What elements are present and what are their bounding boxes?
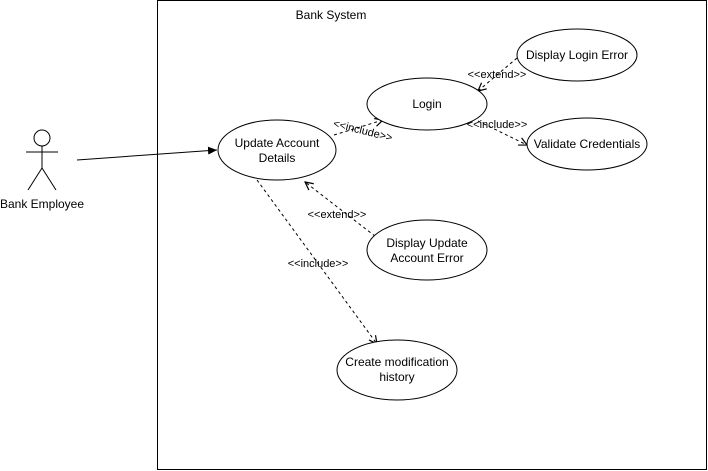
actor-name: Bank Employee bbox=[0, 197, 84, 211]
actor-head bbox=[33, 129, 51, 147]
actor-left-leg bbox=[27, 167, 43, 191]
label-update-history: <<include>> bbox=[288, 258, 349, 270]
use-case-login[interactable]: Login bbox=[366, 77, 488, 131]
use-case-display-login-error[interactable]: Display Login Error bbox=[516, 28, 638, 82]
use-case-ellipse bbox=[217, 119, 337, 181]
label-update-error-extend: <<extend>> bbox=[308, 209, 367, 221]
use-case-ellipse bbox=[366, 219, 488, 281]
label-login-validate: <<include>> bbox=[467, 119, 528, 131]
use-case-ellipse bbox=[526, 117, 648, 171]
system-title: Bank System bbox=[296, 8, 367, 22]
use-case-ellipse bbox=[336, 339, 458, 401]
use-case-display-update-account-error[interactable]: Display Update Account Error bbox=[366, 219, 488, 281]
use-case-label: Display Login Error bbox=[526, 48, 628, 62]
use-case-label: Display Update bbox=[386, 236, 468, 250]
use-case-create-modification-history[interactable]: Create modification history bbox=[336, 339, 458, 401]
use-case-ellipse bbox=[366, 77, 488, 131]
use-case-label: Details bbox=[259, 151, 296, 165]
use-case-ellipse bbox=[516, 28, 638, 82]
include-update-login bbox=[333, 120, 383, 136]
include-update-history bbox=[256, 179, 377, 344]
label-login-error-extend: <<extend>> bbox=[468, 69, 527, 81]
use-case-label: Update Account bbox=[235, 136, 320, 150]
use-case-label: Login bbox=[412, 97, 441, 111]
use-case-label: Validate Credentials bbox=[534, 137, 641, 151]
use-case-update-account-details[interactable]: Update Account Details bbox=[217, 119, 337, 181]
extend-update-error-update bbox=[305, 182, 381, 241]
use-case-label: history bbox=[379, 370, 414, 384]
actor-right-leg bbox=[41, 167, 57, 191]
use-case-label: Create modification bbox=[345, 355, 448, 369]
use-case-validate-credentials[interactable]: Validate Credentials bbox=[526, 117, 648, 171]
actor-bank-employee[interactable]: Bank Employee bbox=[0, 129, 84, 211]
extend-login-error-login bbox=[478, 57, 518, 91]
association-actor-update bbox=[76, 146, 218, 161]
use-case-label: Account Error bbox=[390, 251, 463, 265]
